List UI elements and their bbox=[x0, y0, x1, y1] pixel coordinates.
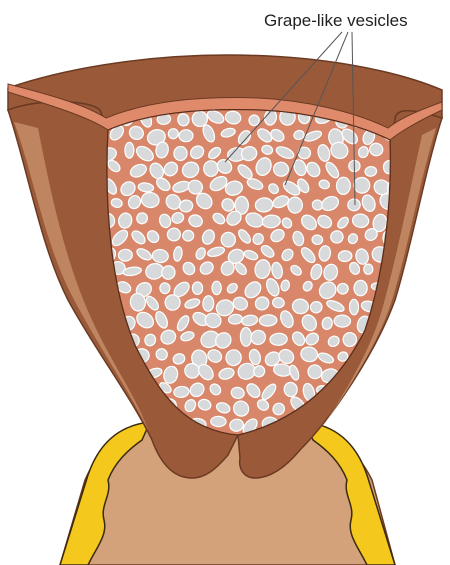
vesicle bbox=[348, 400, 361, 416]
vesicle bbox=[381, 397, 399, 417]
vesicle bbox=[118, 249, 132, 262]
vesicle bbox=[390, 416, 408, 437]
vesicles-callout-label: Grape-like vesicles bbox=[264, 8, 444, 34]
vesicle bbox=[373, 417, 385, 432]
vesicle bbox=[372, 347, 386, 362]
vesicle bbox=[343, 332, 357, 346]
vesicle bbox=[373, 385, 391, 399]
vesicle bbox=[350, 299, 359, 315]
vesicle bbox=[259, 314, 277, 326]
vesicle bbox=[192, 282, 202, 294]
vesicle bbox=[386, 381, 406, 401]
vesicle bbox=[366, 369, 380, 383]
vesicle bbox=[336, 177, 350, 195]
vesicle bbox=[179, 129, 193, 141]
vesicle bbox=[173, 146, 187, 161]
vesicle bbox=[338, 250, 352, 262]
vesicle bbox=[212, 281, 221, 294]
vesicle bbox=[334, 315, 351, 328]
vesicle bbox=[99, 416, 116, 430]
vesicle bbox=[98, 384, 112, 396]
vesicle bbox=[125, 142, 134, 158]
vesicle bbox=[159, 282, 170, 294]
vesicle bbox=[354, 280, 367, 296]
vesicle bbox=[388, 351, 405, 365]
vesicle bbox=[105, 395, 124, 414]
vesicle bbox=[337, 283, 349, 295]
vesicle bbox=[202, 295, 214, 311]
vesicle bbox=[311, 234, 323, 245]
vesicle bbox=[389, 312, 411, 334]
vesicle bbox=[270, 333, 288, 346]
vesicle bbox=[240, 327, 252, 346]
vesicle bbox=[378, 361, 396, 381]
vesicle bbox=[355, 387, 368, 397]
vesicle bbox=[330, 417, 348, 428]
vesicle bbox=[211, 416, 227, 427]
vesicle bbox=[165, 294, 181, 310]
vesicle bbox=[363, 399, 382, 419]
vesicle bbox=[221, 232, 236, 247]
vesicle bbox=[203, 160, 218, 177]
vesicle bbox=[352, 416, 370, 428]
vesicle bbox=[364, 264, 374, 275]
